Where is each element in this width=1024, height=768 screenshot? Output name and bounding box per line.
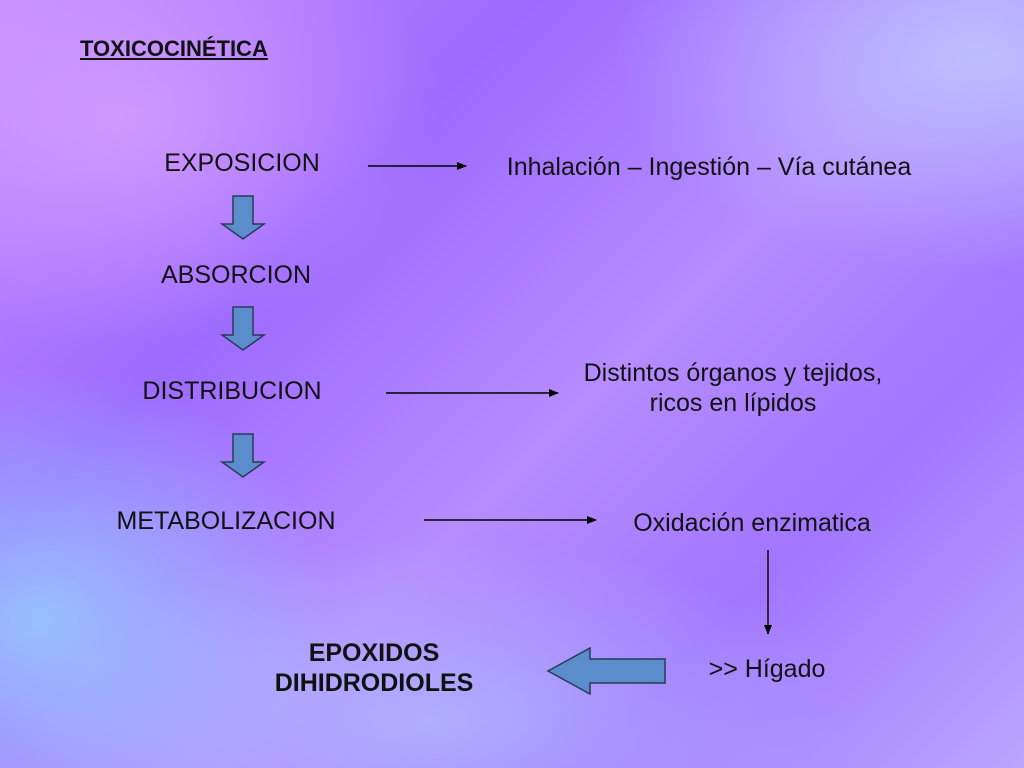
stage-metabolizacion: METABOLIZACION (116, 507, 336, 535)
block-arrow-down-2 (219, 306, 267, 351)
detail-distribucion-line2: ricos en lípidos (649, 389, 817, 417)
block-arrow-left (546, 646, 666, 696)
detail-exposicion: Inhalación – Ingestión – Vía cutánea (506, 153, 912, 181)
producto-dihidrodioles: DIHIDRODIOLES (274, 669, 474, 697)
block-arrow-down-1 (219, 195, 267, 240)
productos-label: EPOXIDOS DIHIDRODIOLES (275, 638, 474, 698)
stage-distribucion: DISTRIBUCION (142, 377, 322, 405)
block-arrow-down-3 (219, 433, 267, 478)
stage-absorcion: ABSORCION (160, 261, 312, 289)
detail-distribucion-line1: Distintos órganos y tejidos, (583, 359, 883, 387)
page-title: TOXICOCINÉTICA (80, 36, 268, 61)
detail-metabolizacion: Oxidación enzimatica (633, 509, 871, 537)
stage-exposicion: EXPOSICION (164, 149, 320, 177)
detail-distribucion: Distintos órganos y tejidos, ricos en lí… (584, 358, 883, 418)
producto-epoxidos: EPOXIDOS (308, 639, 440, 667)
detail-organo: >> Hígado (708, 655, 826, 683)
